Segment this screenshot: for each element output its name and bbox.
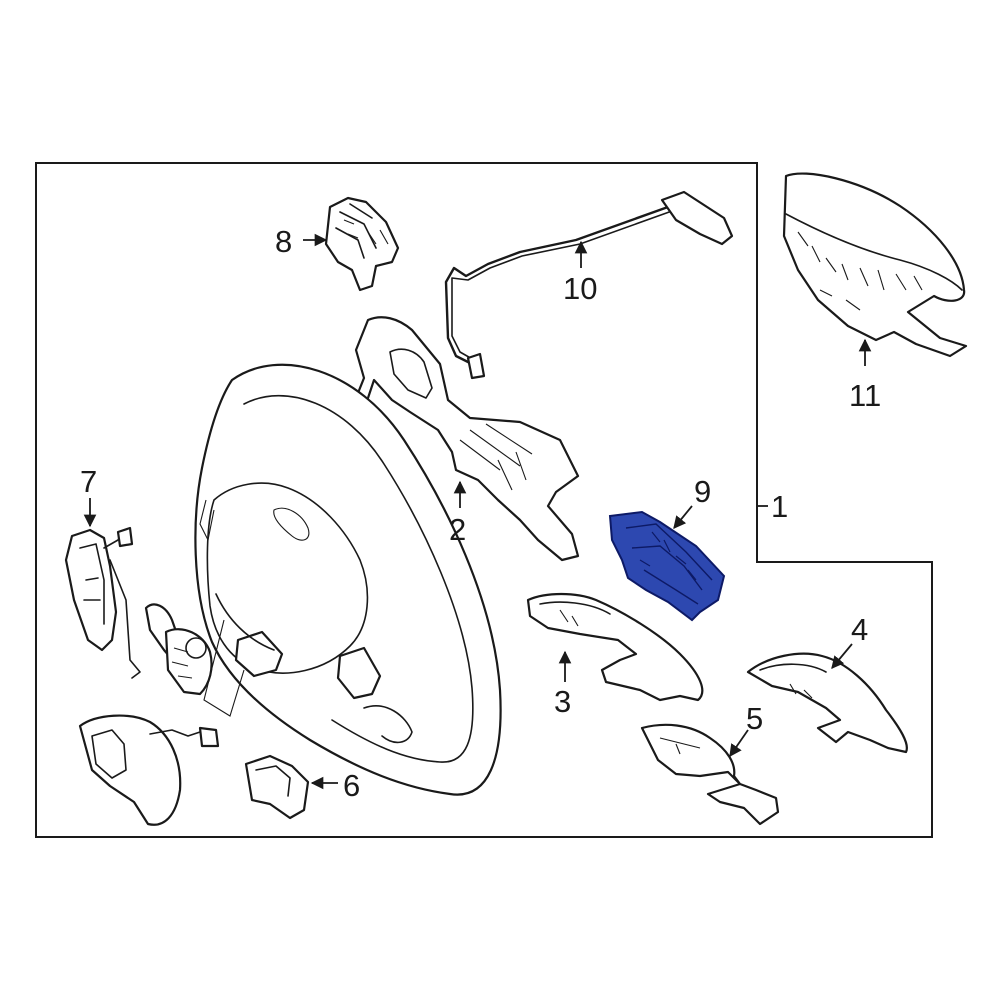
part-lower-left-switch[interactable] — [78, 714, 220, 826]
part-8-switch-module[interactable] — [324, 196, 400, 292]
part-9-body[interactable] — [608, 510, 726, 622]
part-7-clock-spring[interactable] — [64, 526, 141, 679]
callout-7: 7 — [80, 464, 97, 499]
part-9-switch-highlighted[interactable] — [608, 510, 726, 622]
leader-4 — [831, 643, 853, 669]
leader-9 — [673, 505, 693, 529]
part-5-trim-cover[interactable] — [640, 723, 780, 826]
assembly-frame — [35, 162, 933, 838]
callout-3: 3 — [554, 684, 571, 719]
callout-1: 1 — [771, 489, 788, 524]
part-knob-left[interactable] — [164, 628, 213, 696]
callout-10: 10 — [563, 271, 597, 306]
part-11-airbag-module[interactable] — [782, 172, 968, 358]
callout-4: 4 — [851, 612, 868, 647]
part-6-button-module[interactable] — [244, 754, 310, 820]
part-4-trim-cover[interactable] — [746, 652, 908, 754]
callout-9: 9 — [694, 474, 711, 509]
steering-wheel[interactable] — [194, 363, 502, 796]
part-2-rear-cover[interactable] — [354, 316, 580, 562]
callout-8: 8 — [275, 224, 292, 259]
part-3-trim-cover[interactable] — [526, 592, 704, 702]
callout-5: 5 — [746, 701, 763, 736]
callout-2: 2 — [449, 512, 466, 547]
callout-11: 11 — [849, 378, 881, 413]
callout-6: 6 — [343, 768, 360, 803]
part-10-wiring-harness[interactable] — [444, 190, 734, 380]
leader-5 — [729, 729, 749, 758]
